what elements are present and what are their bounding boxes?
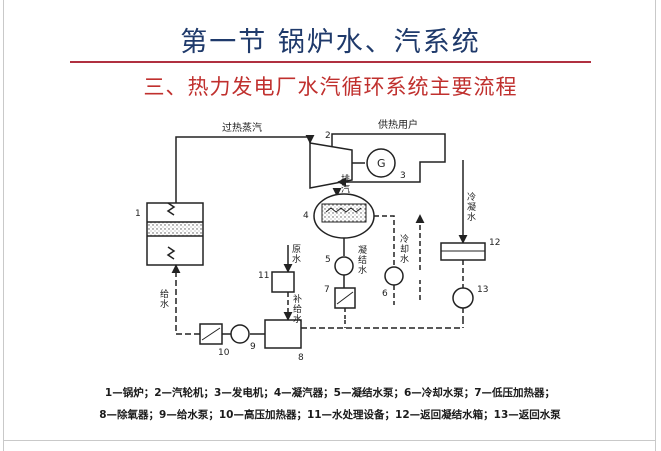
label-raw-2: 水: [292, 253, 301, 265]
label-exhaust-1: 排: [341, 173, 350, 185]
label-condensate-3: 水: [358, 264, 367, 276]
label-exhaust-2: 汽: [341, 183, 350, 195]
bottom-frame-line: [3, 440, 656, 441]
label-cooling-2: 却: [400, 244, 409, 255]
label-feed-2: 水: [160, 298, 169, 310]
label-cooling-top-2: 凝: [467, 202, 476, 213]
num-3: 3: [400, 171, 406, 181]
num-11: 11: [258, 271, 269, 281]
label-makeup-1: 补: [293, 293, 302, 305]
num-4: 4: [303, 211, 309, 221]
num-5: 5: [325, 255, 331, 265]
num-12: 12: [489, 238, 500, 248]
return-water-pump: [452, 287, 474, 309]
turbine: [309, 142, 353, 189]
deaerator: [264, 319, 302, 349]
water-treatment-unit: [271, 271, 295, 293]
num-2: 2: [325, 131, 331, 141]
num-10: 10: [218, 348, 230, 358]
water-steam-cycle-diagram: 过热蒸汽 供热用户 G 排 汽 冷 凝 水 冷 却 水 凝 结 水 原 水 补 …: [135, 118, 500, 363]
label-makeup-2: 给: [293, 303, 302, 315]
superheated-steam-line: [175, 134, 315, 203]
label-makeup-3: 水: [293, 313, 302, 325]
label-condensate-1: 凝: [358, 245, 367, 256]
label-feed-1: 给: [160, 288, 169, 300]
num-8: 8: [298, 353, 304, 363]
title-divider: [70, 61, 591, 63]
legend-line-2: 8—除氧器；9—给水泵；10—高压加热器；11—水处理设备；12—返回凝结水箱；…: [99, 409, 561, 421]
slide-subtitle: 三、热力发电厂水汽循环系统主要流程: [143, 75, 518, 99]
left-frame-line: [3, 0, 4, 451]
label-heat-user: 供热用户: [378, 118, 418, 131]
generator: [366, 148, 396, 178]
label-superheated-steam: 过热蒸汽: [222, 121, 262, 134]
cooling-water-pump: [384, 266, 404, 286]
diagram-legend: 1—锅炉；2—汽轮机；3—发电机；4—凝汽器；5—凝结水泵；6—冷却水泵；7—低…: [30, 382, 630, 426]
cooling-water-line: [374, 215, 395, 266]
label-cooling-top-3: 水: [467, 211, 476, 223]
heat-user-line: [331, 133, 446, 187]
num-13: 13: [477, 285, 488, 295]
label-cooling-1: 冷: [400, 233, 409, 245]
feed-water-pump: [230, 324, 250, 344]
boiler-coil-top: [166, 202, 176, 216]
slide-title: 第一节 锅炉水、汽系统: [180, 27, 481, 58]
label-condensate-2: 结: [358, 254, 367, 266]
label-cooling-3: 水: [400, 253, 409, 265]
label-generator-g: G: [377, 157, 386, 170]
num-9: 9: [250, 342, 256, 352]
boiler-coil-bottom: [166, 246, 176, 260]
condenser-tube-bundle: [321, 203, 367, 223]
legend-line-1: 1—锅炉；2—汽轮机；3—发电机；4—凝汽器；5—凝结水泵；6—冷却水泵；7—低…: [104, 387, 556, 399]
num-1: 1: [135, 209, 141, 219]
label-raw-1: 原: [292, 244, 301, 255]
boiler-water-section: [148, 222, 202, 236]
right-frame-line: [655, 0, 656, 451]
feed-water-line: [171, 264, 200, 335]
label-cooling-top-1: 冷: [467, 191, 476, 203]
condensate-pump: [334, 256, 354, 276]
num-7: 7: [324, 285, 330, 295]
num-6: 6: [382, 289, 388, 299]
